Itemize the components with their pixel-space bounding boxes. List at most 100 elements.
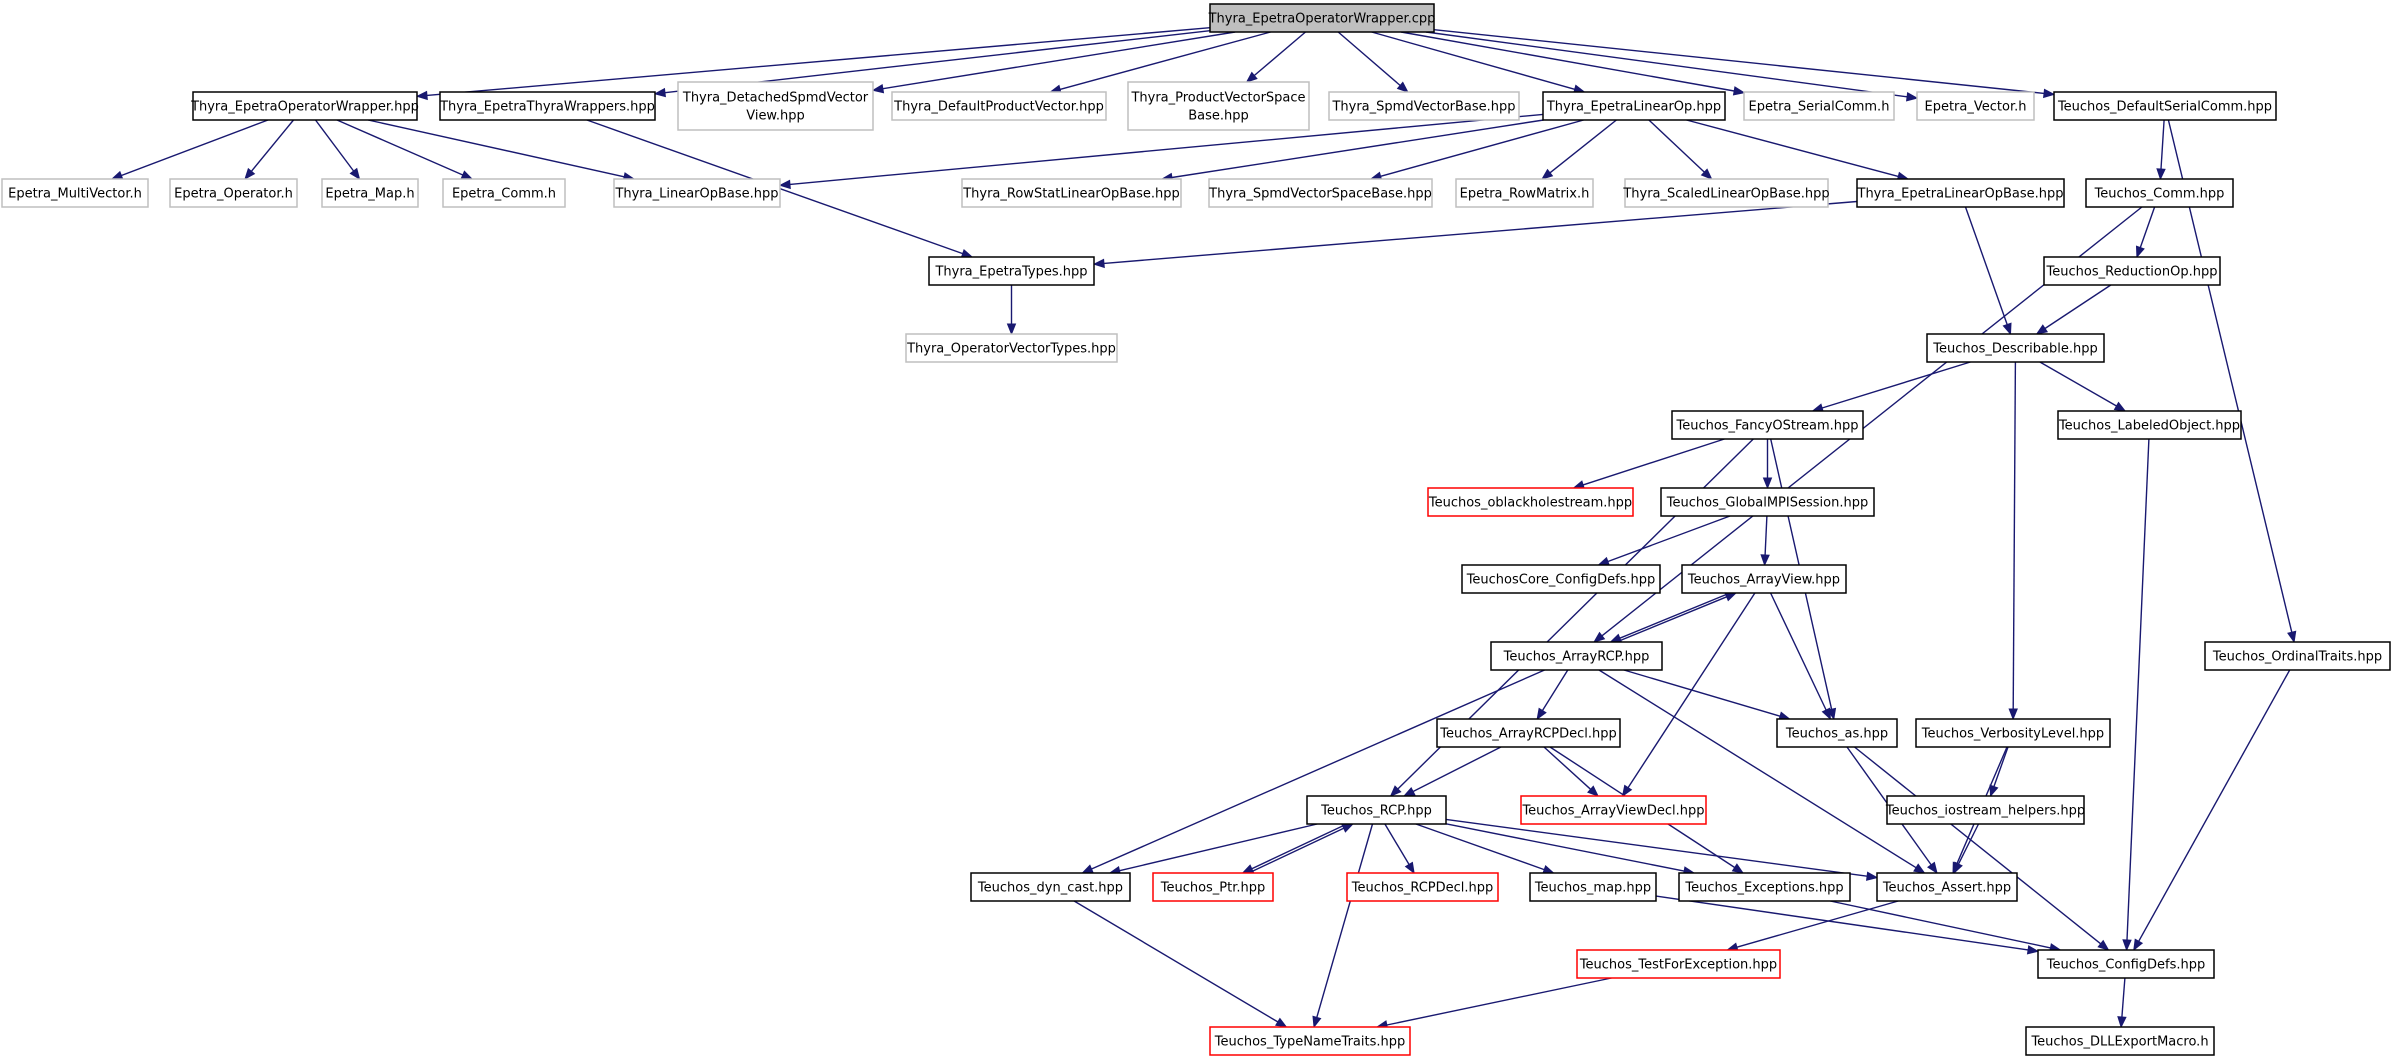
dependency-edge (1384, 823, 1410, 865)
dependency-edge (1821, 361, 1971, 409)
graph-node-tcomm[interactable]: Teuchos_Comm.hpp (2085, 178, 2234, 208)
graph-node-assert[interactable]: Teuchos_Assert.hpp (1876, 872, 2018, 902)
node-label: View.hpp (746, 109, 805, 124)
dependency-edge (1607, 515, 1731, 563)
graph-node-arcp[interactable]: Teuchos_ArrayRCP.hpp (1490, 641, 1663, 671)
dependency-edge (1686, 119, 1899, 178)
graph-node-gmpi[interactable]: Teuchos_GlobalMPISession.hpp (1660, 487, 1875, 517)
graph-node-tccd[interactable]: TeuchosCore_ConfigDefs.hpp (1461, 564, 1661, 594)
edge-arrowhead (871, 83, 885, 94)
graph-node-eop[interactable]: Epetra_Operator.h (169, 178, 298, 208)
graph-node-dsc[interactable]: Teuchos_DefaultSerialComm.hpp (2053, 91, 2277, 121)
dependency-edge (1543, 746, 1592, 790)
node-box (1678, 872, 1851, 902)
edge-arrowhead (1593, 631, 1606, 643)
edge-arrowhead (2287, 630, 2297, 644)
graph-node-rsl[interactable]: Thyra_RowStatLinearOpBase.hpp (961, 178, 1182, 208)
node-label: Thyra_EpetraOperatorWrapper.hpp (190, 100, 419, 115)
node-label: Thyra_EpetraOperatorWrapper.cpp (1208, 12, 1436, 27)
graph-node-dync[interactable]: Teuchos_dyn_cast.hpp (970, 872, 1131, 902)
graph-node-ot[interactable]: Teuchos_OrdinalTraits.hpp (2204, 641, 2391, 671)
edge-arrowhead (1245, 71, 1258, 83)
graph-node-emap[interactable]: Epetra_Map.h (321, 178, 419, 208)
graph-node-slo[interactable]: Thyra_ScaledLinearOpBase.hpp (1622, 178, 1830, 208)
dependency-edge (2126, 438, 2150, 941)
graph-node-ovt[interactable]: Thyra_OperatorVectorTypes.hpp (905, 333, 1118, 363)
graph-node-evec[interactable]: Epetra_Vector.h (1916, 91, 2035, 121)
node-label: Thyra_SpmdVectorSpaceBase.hpp (1208, 187, 1432, 202)
graph-node-fos[interactable]: Teuchos_FancyOStream.hpp (1671, 410, 1864, 440)
node-label: Teuchos_Comm.hpp (2094, 187, 2225, 202)
node-box (1328, 91, 1520, 121)
node-label: Teuchos_ArrayRCPDecl.hpp (1439, 727, 1617, 742)
graph-node-obh[interactable]: Teuchos_oblackholestream.hpp (1427, 487, 1634, 517)
dependency-edge (1251, 823, 1348, 870)
graph-node-lobj[interactable]: Teuchos_LabeledObject.hpp (2057, 410, 2242, 440)
dependency-edge (1386, 977, 1612, 1026)
node-box (1876, 872, 2018, 902)
edge-arrowhead (1821, 707, 1831, 721)
graph-node-etypes[interactable]: Thyra_EpetraTypes.hpp (928, 256, 1095, 286)
graph-node-dll[interactable]: Teuchos_DLLExportMacro.h (2025, 1026, 2215, 1056)
graph-node-svsb[interactable]: Thyra_SpmdVectorSpaceBase.hpp (1208, 178, 1433, 208)
graph-node-root[interactable]: Thyra_EpetraOperatorWrapper.cpp (1208, 3, 1436, 33)
dependency-edge (367, 119, 625, 178)
graph-node-av[interactable]: Teuchos_ArrayView.hpp (1681, 564, 1847, 594)
edge-arrowhead (2117, 1016, 2127, 1029)
graph-node-tnt[interactable]: Teuchos_TypeNameTraits.hpp (1209, 1026, 1411, 1056)
graph-node-vl[interactable]: Teuchos_VerbosityLevel.hpp (1915, 718, 2111, 748)
graph-node-elob[interactable]: Thyra_EpetraLinearOpBase.hpp (1856, 178, 2065, 208)
node-label: Thyra_EpetraThyraWrappers.hpp (439, 100, 655, 115)
graph-node-etw[interactable]: Thyra_EpetraThyraWrappers.hpp (439, 91, 656, 121)
graph-node-eow-hpp[interactable]: Thyra_EpetraOperatorWrapper.hpp (190, 91, 419, 121)
node-box (1490, 641, 1663, 671)
dependency-edge (1582, 438, 1725, 486)
graph-node-as[interactable]: Teuchos_as.hpp (1776, 718, 1898, 748)
graph-node-arcpd[interactable]: Teuchos_ArrayRCPDecl.hpp (1436, 718, 1621, 748)
graph-node-rcp[interactable]: Teuchos_RCP.hpp (1306, 795, 1447, 825)
edge-arrowhead (1312, 1015, 1322, 1029)
graph-node-rcpd[interactable]: Teuchos_RCPDecl.hpp (1346, 872, 1499, 902)
node-label: Teuchos_Exceptions.hpp (1684, 881, 1843, 896)
graph-node-desc[interactable]: Teuchos_Describable.hpp (1926, 333, 2105, 363)
edge-arrowhead (2097, 939, 2110, 951)
edge-arrowhead (1700, 168, 1713, 180)
graph-node-cd[interactable]: Teuchos_ConfigDefs.hpp (2037, 949, 2215, 979)
node-box (961, 178, 1182, 208)
graph-node-map[interactable]: Teuchos_map.hpp (1529, 872, 1657, 902)
edge-arrowhead (349, 167, 361, 181)
graph-node-dpv[interactable]: Thyra_DefaultProductVector.hpp (891, 91, 1107, 121)
graph-node-erm[interactable]: Epetra_RowMatrix.h (1455, 178, 1594, 208)
graph-node-esc[interactable]: Epetra_SerialComm.h (1743, 91, 1895, 121)
graph-node-lob[interactable]: Thyra_LinearOpBase.hpp (613, 178, 781, 208)
dependency-edge (1337, 31, 1401, 87)
node-box (2025, 1026, 2215, 1056)
graph-node-ptr[interactable]: Teuchos_Ptr.hpp (1152, 872, 1274, 902)
graph-node-avd[interactable]: Teuchos_ArrayViewDecl.hpp (1520, 795, 1707, 825)
edge-arrowhead (1396, 81, 1409, 93)
graph-node-tfe[interactable]: Teuchos_TestForException.hpp (1576, 949, 1781, 979)
graph-node-ecomm[interactable]: Epetra_Comm.h (442, 178, 566, 208)
dependency-edge (1425, 31, 1908, 98)
graph-node-emv[interactable]: Epetra_MultiVector.h (1, 178, 149, 208)
node-label: Epetra_Comm.h (452, 187, 556, 202)
dependency-edge (1253, 31, 1306, 77)
dependency-edge (882, 31, 1236, 90)
graph-node-elo[interactable]: Thyra_EpetraLinearOp.hpp (1542, 91, 1726, 121)
edge-arrowhead (2156, 168, 2166, 181)
graph-node-redop[interactable]: Teuchos_ReductionOp.hpp (2043, 256, 2221, 286)
node-box (1209, 3, 1435, 33)
graph-node-svb[interactable]: Thyra_SpmdVectorBase.hpp (1328, 91, 1520, 121)
edge-arrowhead (1989, 784, 1999, 798)
graph-node-exc[interactable]: Teuchos_Exceptions.hpp (1678, 872, 1851, 902)
node-box (2204, 641, 2391, 671)
node-layer: Thyra_EpetraOperatorWrapper.cppThyra_Epe… (1, 3, 2391, 1056)
node-box (1743, 91, 1895, 121)
graph-node-ioh[interactable]: Teuchos_iostream_helpers.hpp (1885, 795, 2085, 825)
node-box (1681, 564, 1847, 594)
edge-arrowhead (415, 90, 428, 101)
edge-arrowhead (1341, 823, 1355, 833)
